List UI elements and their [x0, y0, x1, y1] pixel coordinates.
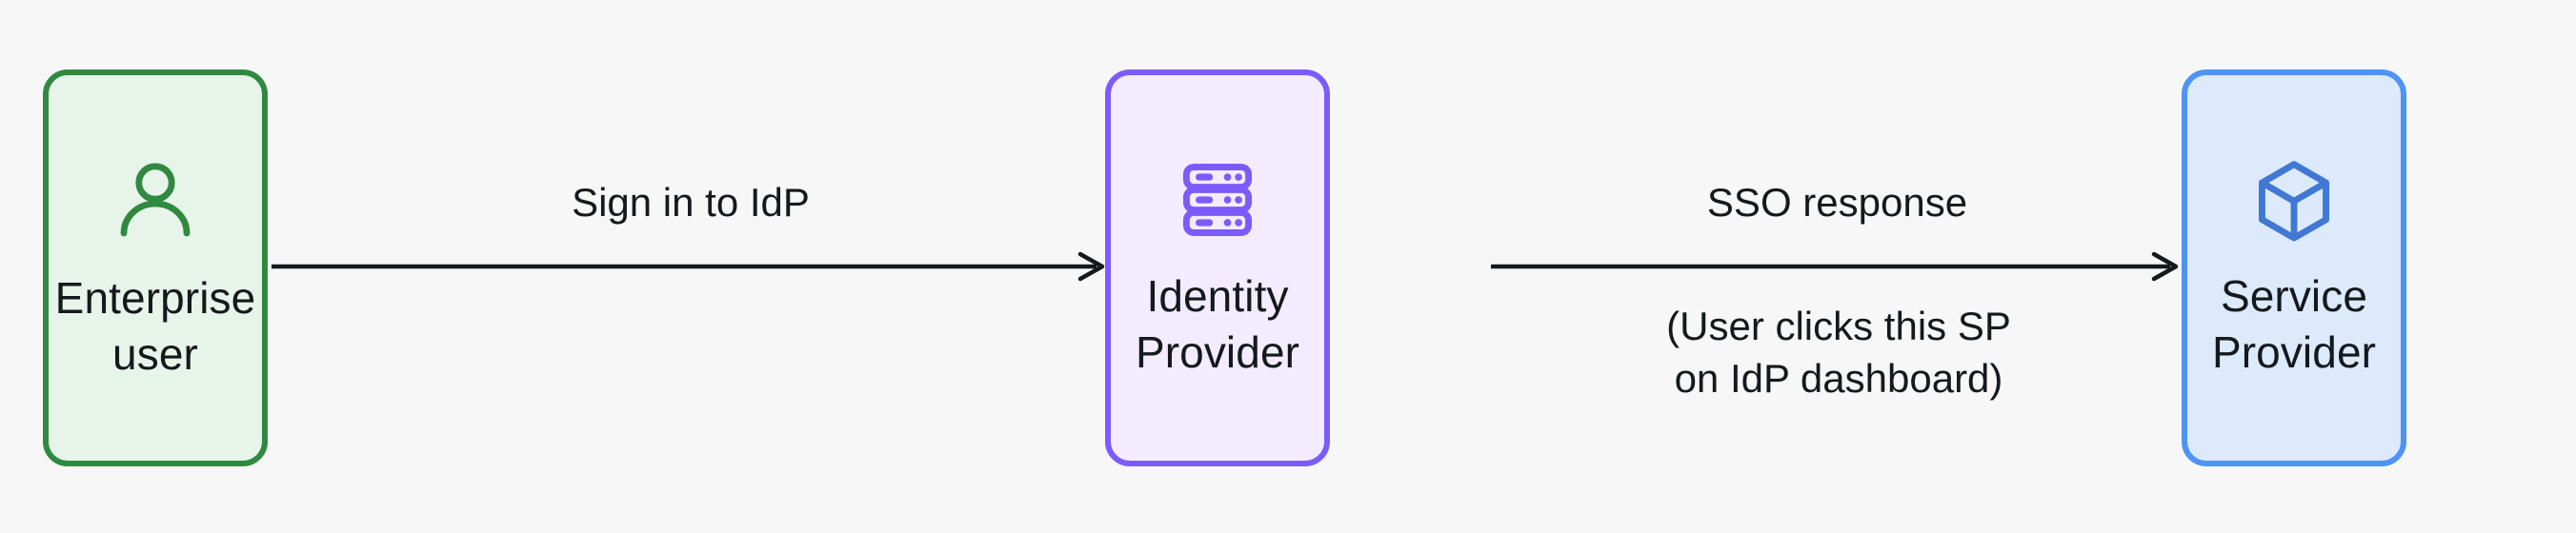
edge-label-sso-response: SSO response — [1706, 180, 1968, 225]
edge-sublabel-sso-response: (User clicks this SP on IdP dashboard) — [1666, 304, 2011, 402]
node-identity-provider[interactable]: Identity Provider — [1105, 69, 1330, 466]
arrow-idp-to-sp — [1491, 250, 2184, 283]
person-icon — [110, 154, 201, 246]
node-label-enterprise-user: Enterprise user — [54, 272, 256, 379]
node-label-identity-provider: Identity Provider — [1135, 270, 1300, 377]
node-label-service-provider: Service Provider — [2211, 270, 2377, 377]
cube-icon — [2250, 156, 2338, 244]
edge-label-sign-in-to-idp: Sign in to IdP — [572, 180, 810, 225]
node-enterprise-user[interactable]: Enterprise user — [43, 69, 268, 466]
server-rack-icon — [1174, 156, 1261, 244]
arrow-user-to-idp — [272, 250, 1110, 283]
node-service-provider[interactable]: Service Provider — [2182, 69, 2406, 466]
